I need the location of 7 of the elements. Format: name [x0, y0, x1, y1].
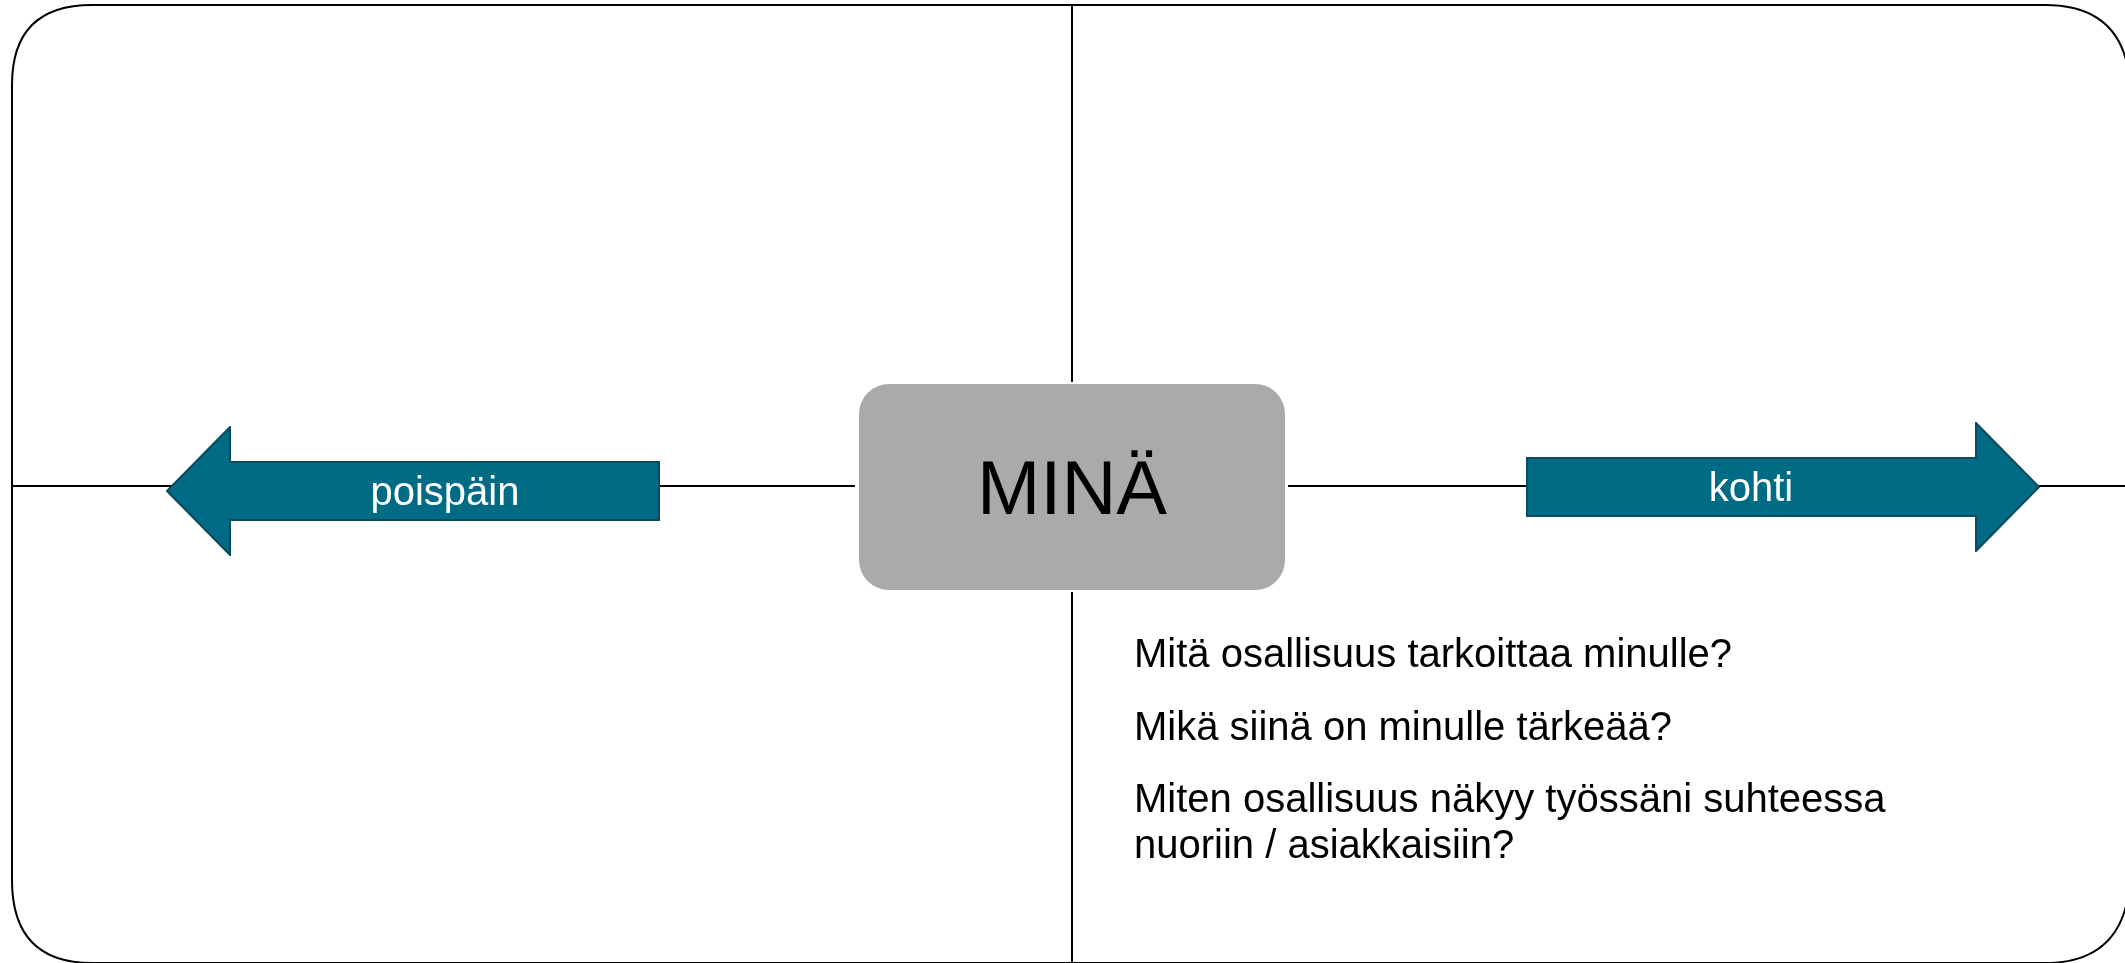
arrow-label: poispäin [370, 468, 520, 514]
center-box [859, 384, 1285, 590]
question-text: Mikä siinä on minulle tärkeää? [1134, 703, 1674, 749]
question-text: Mitä osallisuus tarkoittaa minulle? [1134, 630, 1734, 676]
center-label: MINÄ [977, 443, 1167, 531]
question-text: Miten osallisuus näkyy työssäni suhteessa nuoriin / asiakkaisiin? [1134, 775, 1887, 867]
arrow-label: kohti [1708, 464, 1794, 510]
